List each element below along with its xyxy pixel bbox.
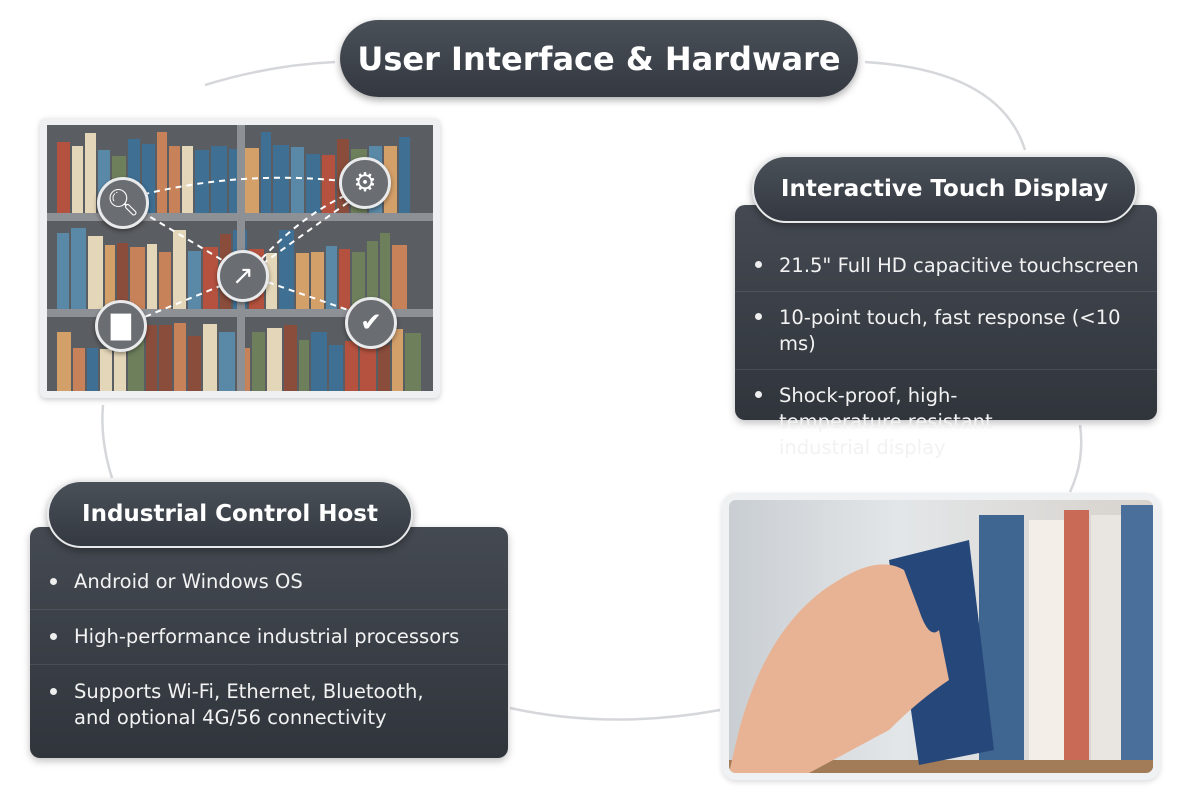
book-spine	[367, 240, 379, 309]
gear-icon: ⚙	[339, 157, 391, 209]
list-item: Supports Wi-Fi, Ethernet, Bluetooth, and…	[30, 677, 508, 745]
book-spine	[322, 155, 335, 213]
book-spine	[130, 246, 145, 309]
book-spine	[328, 345, 343, 391]
book-spine	[202, 246, 219, 309]
book-spine	[117, 242, 129, 309]
control-host-heading: Industrial Control Host	[47, 480, 413, 548]
list-item: Shock-proof, high-temperature resistant …	[735, 380, 1157, 473]
book-spine	[338, 249, 350, 309]
hand-pulling-book-photo	[722, 493, 1160, 780]
book-spine	[267, 328, 282, 391]
book-spine	[244, 148, 259, 213]
book-spine	[57, 232, 69, 309]
book-spine	[158, 324, 172, 391]
book-spine	[211, 145, 228, 213]
book-spine	[219, 332, 236, 391]
book-spine	[128, 139, 140, 213]
book-spine	[146, 243, 157, 309]
book-spine	[380, 232, 391, 309]
touch-display-card: 21.5" Full HD capacitive touchscreen 10-…	[735, 205, 1157, 459]
book-spine	[173, 322, 187, 391]
book-spine	[392, 329, 404, 391]
book-spine	[202, 324, 218, 391]
book-spine	[298, 339, 309, 391]
page-title: User Interface & Hardware	[340, 20, 858, 97]
book-spine	[283, 325, 297, 391]
book-spine	[195, 150, 210, 213]
book-spine	[157, 131, 168, 213]
control-host-card: Android or Windows OS High-performance i…	[30, 527, 508, 758]
book-spine	[295, 252, 309, 309]
book-spine	[57, 332, 72, 391]
book-spine	[273, 144, 289, 213]
book-spine	[88, 236, 103, 309]
list-item: 21.5" Full HD capacitive touchscreen	[735, 250, 1157, 292]
book-spine	[158, 251, 172, 309]
book-spine	[290, 146, 305, 213]
book-spine	[310, 252, 324, 309]
book-spine	[173, 229, 187, 309]
touch-display-heading: Interactive Touch Display	[752, 155, 1137, 223]
book-spine	[145, 324, 157, 391]
bookshelf-dashboard-image: 🔍︎ ⚙ ↗ ▇ ✔	[40, 118, 440, 398]
book-spine	[310, 331, 327, 391]
book-spine	[182, 146, 194, 213]
checkmark-icon: ✔	[345, 297, 397, 349]
book-spine	[57, 142, 70, 213]
bar-chart-icon: ▇	[95, 300, 147, 352]
book-spine	[188, 336, 201, 391]
book-spine	[325, 245, 337, 309]
book-spine	[104, 244, 116, 309]
book-spine	[71, 145, 84, 213]
book-spine	[113, 339, 127, 391]
book-spine	[344, 341, 358, 391]
book-spine	[85, 133, 96, 213]
book-spine	[252, 331, 266, 391]
book-spine	[73, 347, 86, 391]
book-spine	[87, 348, 98, 391]
book-spine	[351, 251, 366, 309]
book-spine	[70, 228, 87, 309]
list-item: High-performance industrial processors	[30, 622, 508, 665]
book-spine	[398, 137, 411, 213]
trend-chart-icon: ↗	[217, 250, 269, 302]
book-spine	[392, 244, 407, 309]
book-spine	[266, 253, 277, 309]
book-spine	[260, 132, 272, 213]
list-item: Android or Windows OS	[30, 567, 508, 610]
book-spine	[405, 333, 421, 391]
book-spine	[359, 335, 376, 391]
book-spine	[306, 154, 321, 213]
list-item: 10-point touch, fast response (<10 ms)	[735, 302, 1157, 370]
search-icon: 🔍︎	[97, 177, 149, 229]
book-spine	[169, 145, 181, 213]
book-spine	[99, 349, 112, 391]
book-spine	[377, 344, 391, 391]
